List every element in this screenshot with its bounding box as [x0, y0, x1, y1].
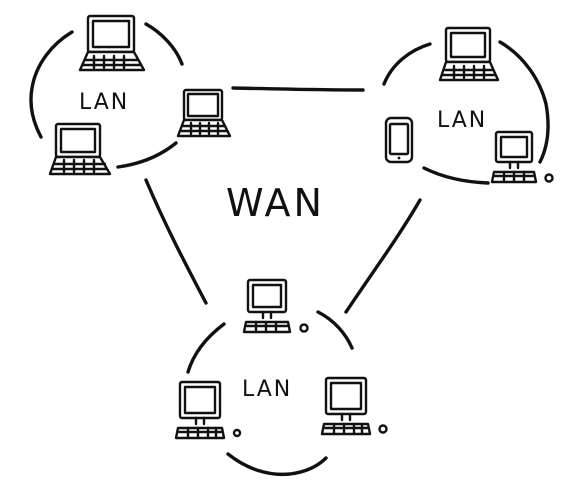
- lan-ring-arc: [382, 42, 432, 86]
- desktop-icon: [242, 278, 309, 334]
- wan-label: WAN: [226, 181, 325, 225]
- lan-ring-arc: [186, 322, 226, 374]
- lan-ring-arc: [226, 452, 328, 477]
- lan-ring-arc: [116, 141, 178, 169]
- smartphone-icon: [384, 116, 414, 164]
- lan-ring-arc: [29, 30, 74, 139]
- desktop-icon: [174, 380, 242, 440]
- wan-link-top-left-to-top-right: [231, 86, 365, 92]
- wan-link-top-left-to-bottom: [144, 178, 208, 305]
- laptop-icon: [78, 14, 146, 72]
- lan-ring-arc: [144, 22, 184, 66]
- lan-ring-arc: [316, 310, 354, 350]
- laptop-icon: [438, 26, 500, 82]
- lan-group-top-right: LAN: [382, 26, 554, 185]
- wan-links: [144, 86, 422, 314]
- lan-ring-arc: [498, 40, 550, 164]
- lan-label: LAN: [242, 377, 292, 402]
- lan-label: LAN: [437, 108, 487, 133]
- lan-label: LAN: [79, 90, 129, 115]
- lan-ring-arc: [422, 166, 490, 185]
- laptop-icon: [176, 88, 232, 138]
- desktop-icon: [320, 376, 388, 436]
- laptop-icon: [48, 122, 112, 176]
- wan-link-top-right-to-bottom: [344, 198, 422, 314]
- lan-group-bottom: LAN: [174, 278, 388, 477]
- desktop-icon: [490, 130, 554, 184]
- lan-group-top-left: LAN: [29, 14, 232, 176]
